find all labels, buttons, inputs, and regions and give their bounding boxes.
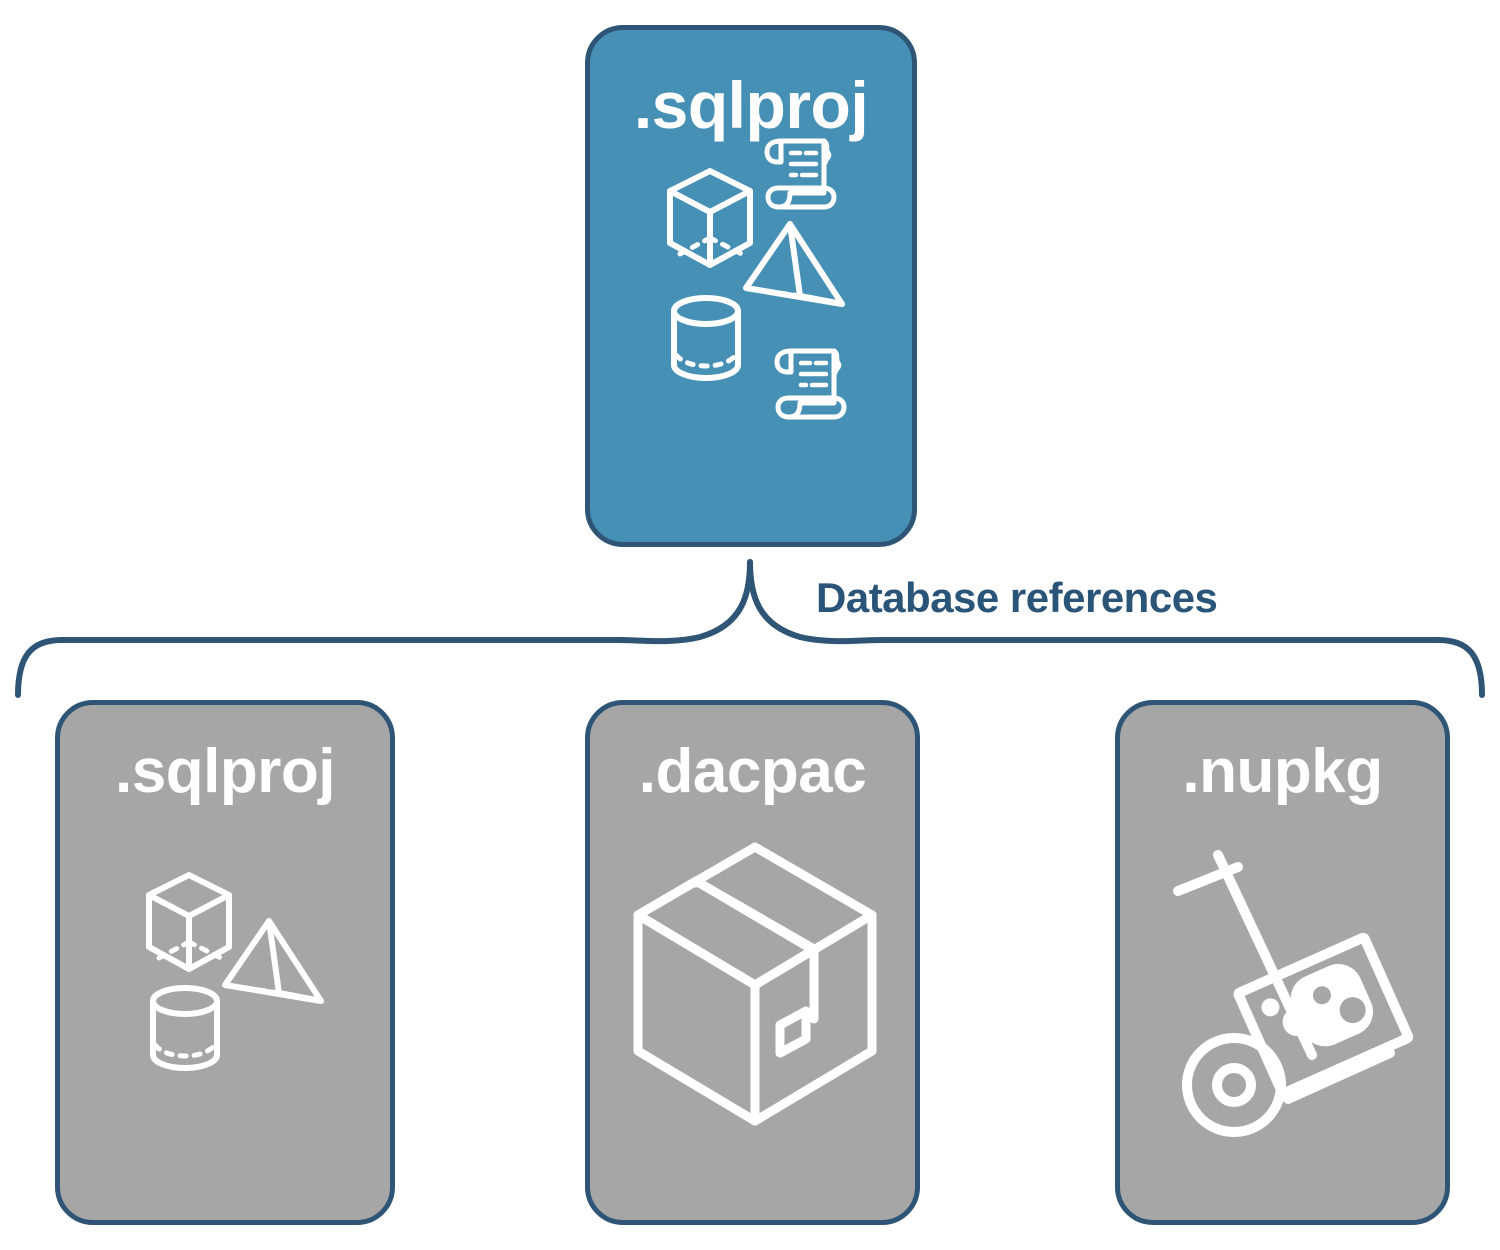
brace-connector xyxy=(15,559,1485,698)
connector-label: Database references xyxy=(816,574,1218,621)
scroll-icon xyxy=(774,348,847,420)
node-ref-dacpac[interactable]: .dacpac xyxy=(585,700,920,1225)
hand-truck-icon xyxy=(1173,850,1414,1137)
node-ref-nupkg-title: .nupkg xyxy=(1182,737,1383,806)
node-ref-dacpac-title: .dacpac xyxy=(638,737,867,806)
node-ref-dacpac-icon-group xyxy=(590,803,915,1220)
cylinder-icon xyxy=(150,985,220,1071)
scroll-icon xyxy=(764,138,837,210)
cube-icon xyxy=(146,872,232,972)
node-ref-nupkg-icon-group xyxy=(1120,803,1445,1220)
node-root-title: .sqlproj xyxy=(633,68,869,142)
node-ref-sqlproj[interactable]: .sqlproj xyxy=(55,700,395,1225)
node-root-sqlproj[interactable]: .sqlproj xyxy=(585,25,917,547)
node-root-icon-group xyxy=(590,138,912,542)
node-ref-nupkg[interactable]: .nupkg xyxy=(1115,700,1450,1225)
node-ref-sqlproj-title: .sqlproj xyxy=(115,737,335,806)
pyramid-icon xyxy=(222,918,324,1004)
cube-icon xyxy=(667,168,753,268)
package-box-icon xyxy=(633,842,877,1126)
cylinder-icon xyxy=(671,295,741,381)
pyramid-icon xyxy=(743,221,845,307)
node-ref-sqlproj-icon-group xyxy=(60,803,390,1220)
